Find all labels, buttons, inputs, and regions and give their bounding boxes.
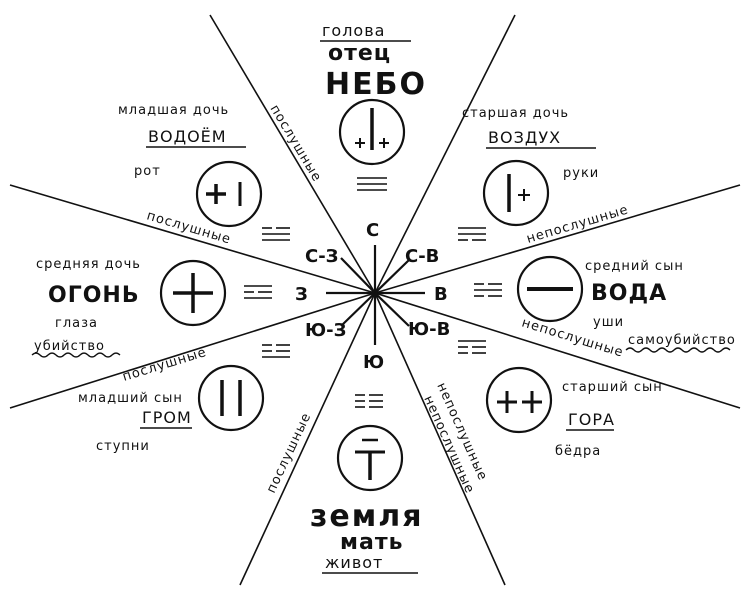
- divider-line-ne: [374, 14, 516, 294]
- direction-sw: Ю-З: [305, 320, 346, 341]
- fire-sign-icon: [159, 259, 227, 327]
- wind-sign-icon: [482, 159, 550, 227]
- southeast-organ: бёдра: [555, 444, 601, 459]
- southwest-element: ГРОМ: [142, 408, 192, 427]
- direction-s: Ю: [363, 352, 384, 373]
- trigram-icon: [262, 227, 290, 241]
- trigram-icon: [262, 344, 290, 358]
- west-organ: глаза: [55, 316, 98, 331]
- divider-line-w: [9, 184, 376, 294]
- direction-n: С: [366, 220, 379, 241]
- divider-line-e: [374, 184, 741, 294]
- ray-label-southwest: послушные: [121, 345, 209, 385]
- trigram-icon: [244, 285, 272, 299]
- northwest-organ: рот: [134, 164, 161, 179]
- direction-nw: С-З: [305, 246, 338, 267]
- ray-label-north-left: послушные: [267, 102, 325, 185]
- south-element: земля: [310, 499, 424, 534]
- trigram-icon: [474, 283, 502, 297]
- direction-ne: С-В: [405, 246, 439, 267]
- northwest-role: младшая дочь: [118, 103, 229, 118]
- divider-line-se: [374, 292, 741, 409]
- mountain-sign-icon: [485, 366, 553, 434]
- southwest-role: младший сын: [78, 391, 183, 406]
- north-organ: голова: [322, 21, 385, 40]
- southeast-role: старший сын: [562, 380, 663, 395]
- east-trait: самоубийство: [628, 333, 736, 348]
- heaven-sign-icon: [338, 98, 406, 166]
- north-role: отец: [328, 41, 391, 66]
- lake-sign-icon: [195, 160, 263, 228]
- trigram-icon: [458, 227, 486, 241]
- ray-label-northeast: непослушные: [525, 202, 631, 246]
- south-organ: живот: [325, 553, 383, 572]
- east-organ: уши: [593, 315, 624, 330]
- earth-sign-icon: [336, 424, 404, 492]
- trigram-icon: [355, 394, 383, 408]
- direction-w: З: [295, 284, 308, 305]
- northeast-role: старшая дочь: [462, 106, 569, 121]
- divider-line-nw: [209, 14, 376, 294]
- divider-line-sw: [9, 292, 376, 409]
- direction-se: Ю-В: [408, 319, 450, 340]
- divider-line-sse: [374, 292, 506, 586]
- trigram-icon: [458, 340, 486, 354]
- south-role: мать: [340, 530, 404, 555]
- divider-line-ssw: [239, 292, 376, 586]
- east-element: ВОДА: [591, 281, 667, 306]
- west-trait: убийство: [34, 339, 105, 354]
- compass-rose: [326, 245, 425, 345]
- direction-e: В: [434, 284, 448, 305]
- southeast-element: ГОРА: [568, 410, 615, 429]
- northeast-organ: руки: [563, 166, 599, 181]
- thunder-sign-icon: [197, 364, 265, 432]
- northwest-element: ВОДОЁМ: [148, 127, 227, 146]
- ray-label-south-left: послушные: [264, 410, 314, 495]
- west-role: средняя дочь: [36, 257, 141, 272]
- east-role: средний сын: [585, 259, 684, 274]
- north-element: НЕБО: [325, 67, 427, 102]
- water-sign-icon: [516, 255, 584, 323]
- west-element: ОГОНЬ: [48, 283, 140, 308]
- northeast-element: ВОЗДУХ: [488, 128, 561, 147]
- southwest-organ: ступни: [96, 439, 150, 454]
- trigram-icon: [357, 177, 387, 191]
